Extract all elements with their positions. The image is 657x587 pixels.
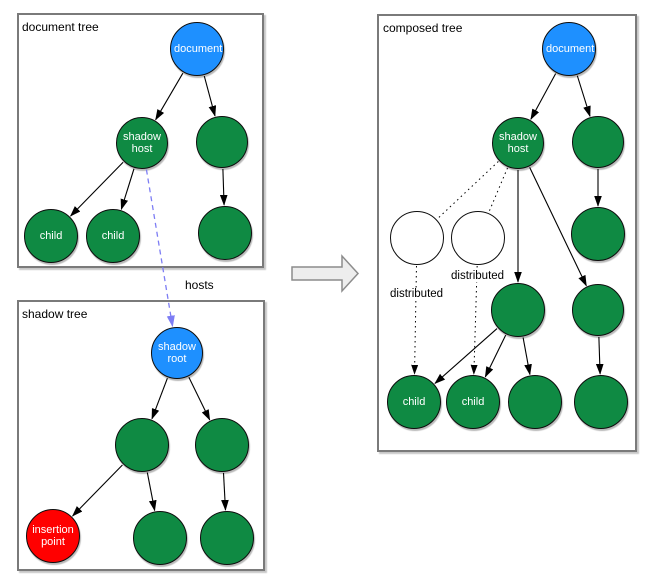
node-label-dt-document: document <box>174 43 223 55</box>
node-st-node-bottom-mid <box>133 511 187 565</box>
node-label-ct-shadow-host: shadow host <box>499 131 537 155</box>
node-dt-document: document <box>170 22 224 76</box>
node-ct-document: document <box>542 22 596 76</box>
node-ct-node-d <box>572 284 624 336</box>
node-label-st-insertion-point: insertion point <box>32 524 74 548</box>
panel-composed-tree <box>377 14 637 452</box>
node-ct-child-2: child <box>446 375 500 429</box>
node-label-dt-child-2: child <box>101 230 125 242</box>
node-label-ct-child-2: child <box>461 396 485 408</box>
node-dt-child-1: child <box>24 209 78 263</box>
node-st-insertion-point: insertion point <box>26 509 80 563</box>
node-st-node-right <box>195 418 249 472</box>
node-dt-node-bottom <box>198 206 252 260</box>
node-dt-child-2: child <box>86 209 140 263</box>
hosts-label: hosts <box>185 278 214 292</box>
node-dt-shadow-host: shadow host <box>116 117 168 169</box>
node-ct-node-e <box>508 375 562 429</box>
node-label-dt-child-1: child <box>39 230 63 242</box>
node-ct-shadow-host: shadow host <box>492 117 544 169</box>
node-ct-white-1 <box>390 211 444 265</box>
panel-shadow-tree <box>17 300 265 571</box>
node-ct-white-2 <box>451 211 505 265</box>
node-label-ct-document: document <box>546 43 595 55</box>
node-st-node-bottom-right <box>200 511 254 565</box>
node-dt-node-right <box>196 116 248 168</box>
node-st-shadow-root: shadow root <box>151 327 203 379</box>
node-ct-node-f <box>574 375 628 429</box>
distributed-label-left: distributed <box>389 288 445 300</box>
node-label-ct-child-1: child <box>402 396 426 408</box>
panel-title-composed-tree: composed tree <box>383 21 463 35</box>
node-ct-node-a <box>572 116 624 168</box>
node-ct-node-c <box>491 283 545 337</box>
panel-title-shadow-tree: shadow tree <box>22 307 88 321</box>
transform-arrow-icon <box>291 254 360 293</box>
node-label-st-shadow-root: shadow root <box>158 341 196 365</box>
node-label-dt-shadow-host: shadow host <box>123 131 161 155</box>
node-ct-node-b <box>571 207 625 261</box>
panel-document-tree <box>17 13 264 268</box>
node-ct-child-1: child <box>387 375 441 429</box>
panel-title-document-tree: document tree <box>22 20 99 34</box>
node-st-node-left <box>115 418 169 472</box>
distributed-label-right: distributed <box>450 270 506 282</box>
